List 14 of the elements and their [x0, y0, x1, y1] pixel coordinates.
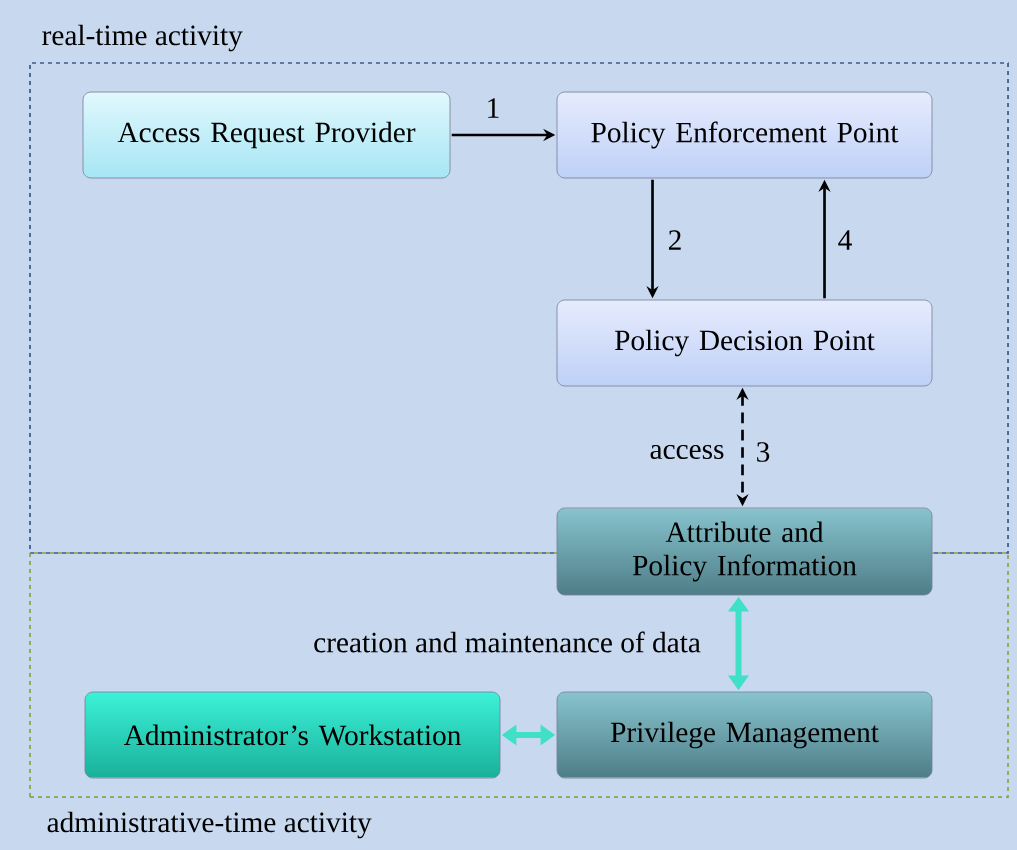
- edge-label: creation and maintenance of data: [314, 631, 701, 653]
- edge-label: 3: [757, 442, 770, 462]
- process-box: Privilege Management: [556, 691, 933, 779]
- edge-label: 1: [488, 98, 499, 118]
- process-box: Policy Enforcement Point: [556, 91, 933, 179]
- edge-label: 2: [668, 230, 681, 250]
- process-box: Access Request Provider: [82, 91, 451, 179]
- edge-label: 4: [838, 230, 852, 250]
- process-box: Policy Decision Point: [556, 299, 933, 387]
- process-box: Attribute and Policy Information: [556, 507, 933, 596]
- side-label: access: [650, 444, 724, 460]
- region-heading: administrative-time activity: [47, 811, 372, 839]
- region-heading: real-time activity: [42, 24, 243, 52]
- process-box: Administrator’s Workstation: [84, 691, 501, 779]
